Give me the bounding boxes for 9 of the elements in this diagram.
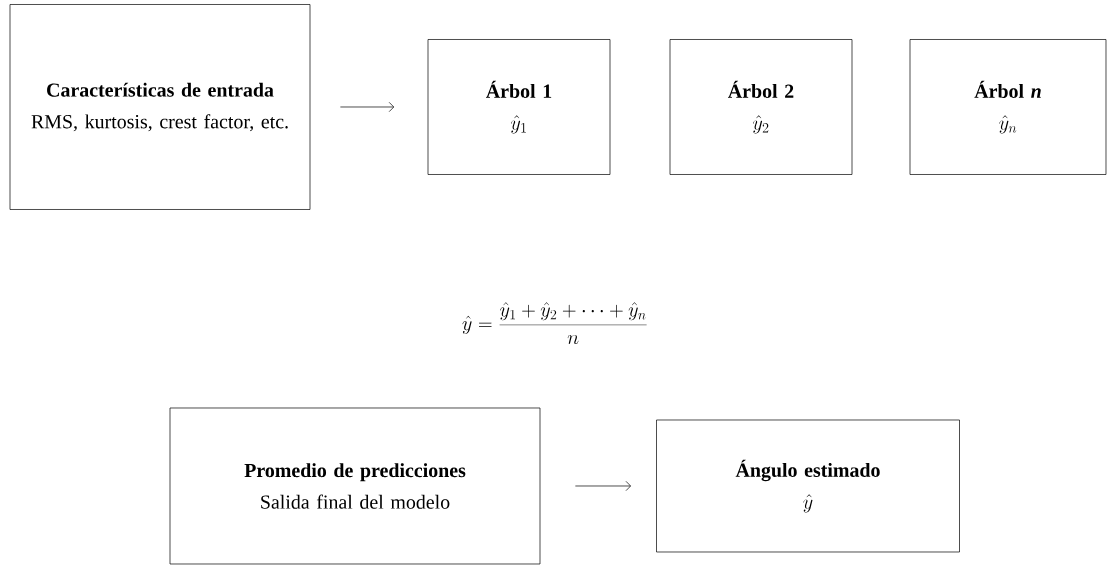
process-box: Ángulo estimado $\hat{y}$ — [656, 419, 960, 553]
process-box: Características de entrada RMS, kurtosis, crest factor, etc. — [9, 4, 311, 210]
process-box: Árbol 2 $\hat{y}_2$ — [669, 39, 853, 175]
formula: $\hat{y} = \frac{\hat{y}_1 + \hat{y}_2 + \cdots + \hat{y}_n}{n}$ — [462, 302, 647, 344]
arrow — [340, 101, 395, 113]
process-box: Promedio de predicciones Salida final del modelo — [169, 407, 541, 565]
process-box: Árbol n $\hat{y}_n$ — [909, 39, 1107, 175]
process-box: Árbol 1 $\hat{y}_1$ — [427, 39, 611, 175]
arrow — [575, 480, 631, 492]
